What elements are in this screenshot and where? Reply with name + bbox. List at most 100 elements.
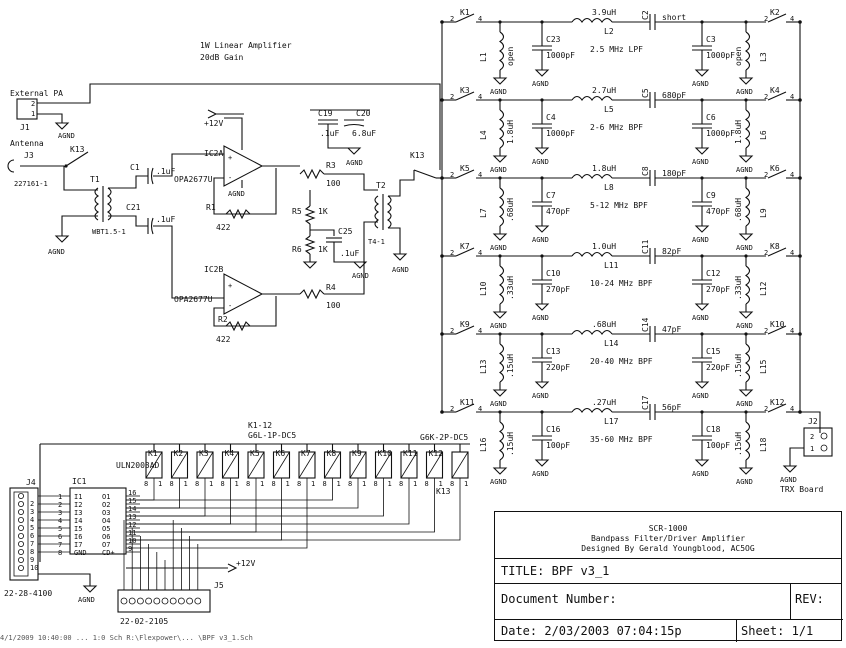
designer: Designed By Gerald Youngblood, AC5OG — [581, 544, 755, 553]
cin-label: C23 — [546, 35, 561, 44]
j5-label: J5 — [214, 581, 224, 590]
svg-text:AGND: AGND — [346, 159, 363, 167]
lser-label: L5 — [604, 105, 614, 114]
relay-out-contact — [767, 325, 787, 335]
svg-text:AGND: AGND — [352, 272, 369, 280]
svg-text:8: 8 — [30, 548, 34, 556]
cser-label: C8 — [641, 166, 650, 176]
rev-label: REV: — [795, 592, 824, 606]
ic1-right-pin: O1 — [102, 493, 110, 501]
relay-out-label: K2 — [770, 8, 780, 17]
relay-out-contact — [767, 91, 787, 101]
j5-pin — [128, 597, 136, 605]
relay-coil-label: K5 — [250, 449, 260, 458]
svg-text:15: 15 — [128, 497, 136, 505]
lin-value: 1.8uH — [506, 120, 515, 144]
ic1-left-pin: I4 — [74, 517, 82, 525]
svg-text:4: 4 — [790, 93, 794, 101]
date-row: Date: 2/03/2003 07:04:15p — [495, 620, 737, 642]
ic1-left-pin: I1 — [74, 493, 82, 501]
agnd-label: AGND — [490, 478, 507, 486]
svg-text:8: 8 — [144, 480, 148, 488]
svg-text:1: 1 — [235, 480, 239, 488]
svg-text:1: 1 — [388, 480, 392, 488]
lin-label: L16 — [479, 437, 488, 452]
lser-value: 2.7uH — [592, 86, 616, 95]
agnd-label: AGND — [736, 88, 753, 96]
t1-label: T1 — [90, 175, 100, 184]
lin-label: L1 — [479, 52, 488, 62]
lout-value: .68uH — [734, 198, 743, 222]
cout-value: 1000pF — [706, 129, 735, 138]
j4-pin — [17, 565, 24, 572]
cin-label: C4 — [546, 113, 556, 122]
c25-val: .1uF — [340, 249, 359, 258]
t2-pn: T4-1 — [368, 238, 385, 246]
filter-name: 2.5 MHz LPF — [590, 45, 643, 54]
svg-text:8: 8 — [221, 480, 225, 488]
svg-text:1: 1 — [158, 480, 162, 488]
svg-text:8: 8 — [450, 480, 454, 488]
cser-label: C5 — [641, 88, 650, 98]
svg-text:2: 2 — [450, 15, 454, 23]
svg-text:2: 2 — [764, 93, 768, 101]
svg-text:14: 14 — [128, 505, 136, 513]
amp-gain: 20dB Gain — [200, 53, 244, 62]
agnd-label: AGND — [490, 322, 507, 330]
relay-in-label: K5 — [460, 164, 470, 173]
svg-text:4: 4 — [30, 516, 34, 524]
j2-label: J2 — [808, 417, 818, 426]
lser-label: L8 — [604, 183, 614, 192]
svg-text:4: 4 — [478, 93, 482, 101]
svg-text:7: 7 — [30, 540, 34, 548]
cser-label: C17 — [641, 395, 650, 410]
r2-label: R2 — [218, 315, 228, 324]
agnd-label: AGND — [736, 244, 753, 252]
svg-text:1: 1 — [209, 480, 213, 488]
lser-label: L2 — [604, 27, 614, 36]
svg-text:AGND: AGND — [48, 248, 65, 256]
ic1-pn: ULN2003AD — [116, 461, 160, 470]
j4-pin — [17, 541, 24, 548]
agnd-label: AGND — [490, 244, 507, 252]
relay-out-contact — [767, 247, 787, 257]
lout-value: 1.8uH — [734, 120, 743, 144]
svg-text:10: 10 — [30, 564, 38, 572]
relay-note: K1-12 — [248, 421, 272, 430]
k13-label: K13 — [70, 145, 85, 154]
svg-text:2: 2 — [450, 327, 454, 335]
cin-value: 1000pF — [546, 51, 575, 60]
svg-text:8: 8 — [195, 480, 199, 488]
svg-text:9: 9 — [30, 556, 34, 564]
svg-text:4: 4 — [478, 249, 482, 257]
ic1-label: IC1 — [72, 477, 87, 486]
relay-pn: G6L-1P-DC5 — [248, 431, 296, 440]
svg-text:4: 4 — [790, 171, 794, 179]
agnd-label: AGND — [532, 314, 549, 322]
t1-pn: WBT1.5-1 — [92, 228, 126, 236]
svg-text:8: 8 — [399, 480, 403, 488]
svg-text:2: 2 — [30, 500, 34, 508]
ic1-right-pin: O5 — [102, 525, 110, 533]
relay-coil-label: K4 — [225, 449, 235, 458]
cout-label: C18 — [706, 425, 721, 434]
svg-text:+: + — [228, 282, 232, 290]
agnd-label: AGND — [532, 236, 549, 244]
svg-text:8: 8 — [58, 549, 62, 557]
shunt-inductor-out — [745, 31, 751, 71]
series-inductor — [571, 329, 613, 335]
svg-text:2: 2 — [450, 249, 454, 257]
svg-text:AGND: AGND — [392, 266, 409, 274]
svg-text:2: 2 — [810, 433, 814, 441]
lin-value: .15uH — [506, 354, 515, 378]
cout-value: 270pF — [706, 285, 730, 294]
r5-val: 1K — [318, 207, 328, 216]
